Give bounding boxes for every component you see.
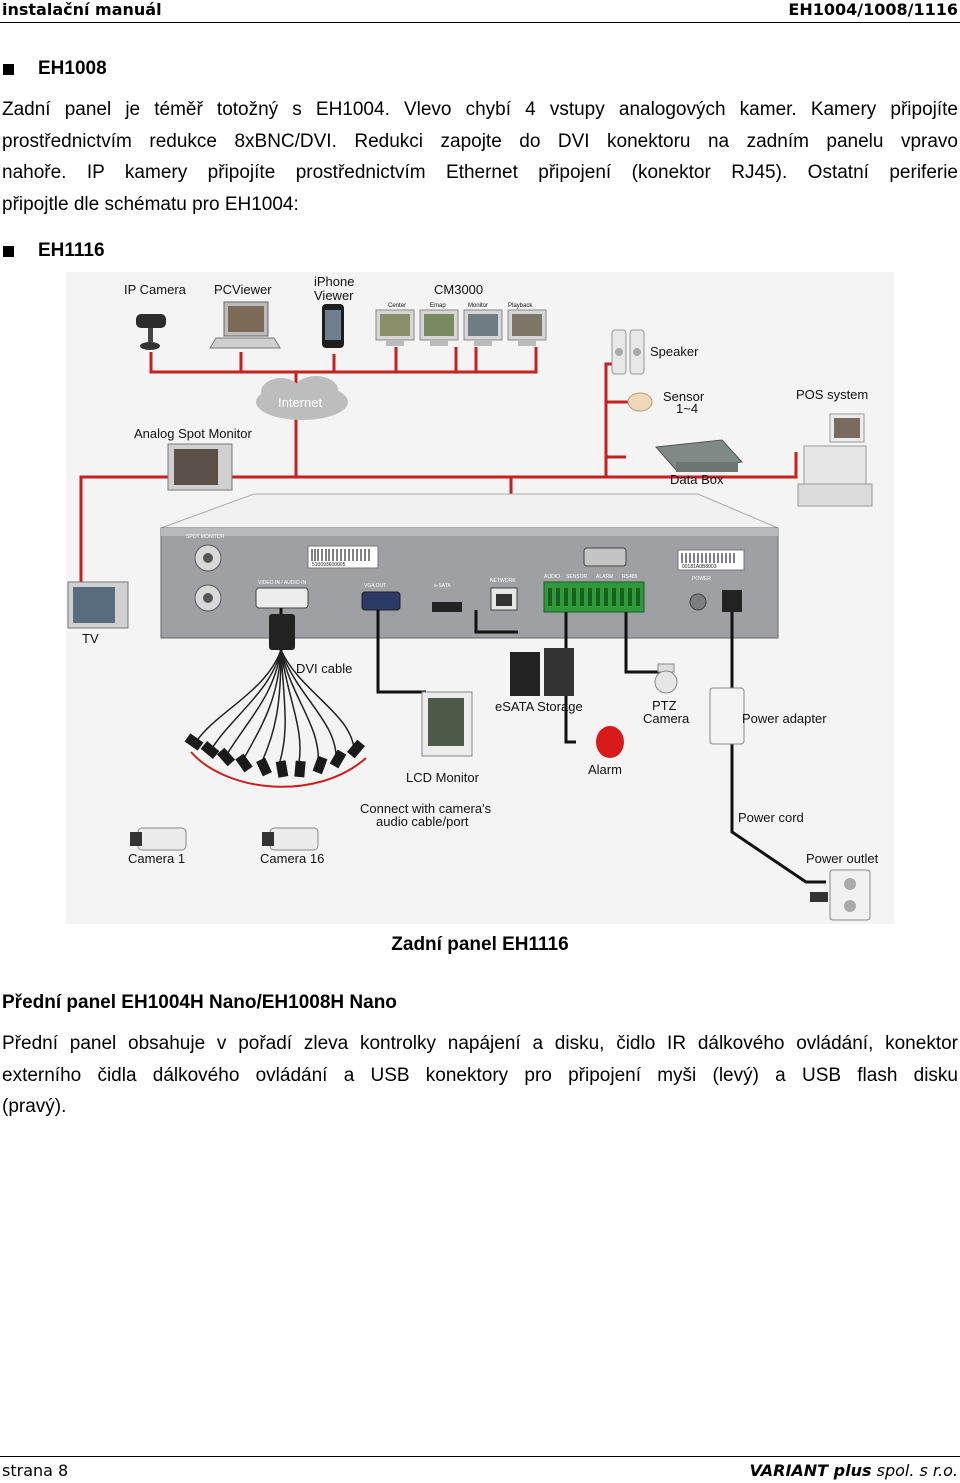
dvi-cable-fanout: [184, 614, 367, 788]
label-iphone-viewer-line2: Viewer: [314, 288, 354, 303]
connection-diagram: IP Camera PCViewer iPhone Viewer CM3000 …: [66, 272, 894, 924]
label-power-cord: Power cord: [738, 810, 804, 825]
paragraph-line: nahoře. IP kamery připojíte prostřednict…: [2, 162, 958, 183]
label-data-box: Data Box: [670, 472, 724, 487]
analog-spot-monitor-device: [167, 443, 233, 491]
label-ip-camera: IP Camera: [124, 282, 187, 297]
footer-company: VARIANT plus spol. s r.o.: [749, 1461, 958, 1480]
figure-caption: Zadní panel EH1116: [391, 934, 569, 955]
label-analog-spot-monitor: Analog Spot Monitor: [134, 426, 252, 441]
label-ptz-line1: PTZ: [652, 698, 677, 713]
label-sensor-line2: 1~4: [676, 401, 698, 416]
label-sensor-line1: Sensor: [663, 389, 705, 404]
panel-label-network: NETWORK: [490, 578, 516, 584]
panel-label-esata: e-SATA: [434, 583, 451, 589]
footer-rule: [0, 1456, 960, 1457]
square-bullet-icon: [3, 64, 14, 75]
label-esata-storage: eSATA Storage: [495, 699, 583, 714]
power-outlet-device: [810, 869, 871, 921]
label-iphone-viewer-line1: iPhone: [314, 274, 354, 289]
iphone-device: [322, 304, 344, 348]
analog-cameras: [130, 827, 319, 851]
header-model-list: EH1004/1008/1116: [788, 0, 958, 19]
barcode-number-2: 00181A0B8003: [682, 564, 717, 570]
section-eh1008-paragraph: Zadní panel je téměř totožný s EH1004. V…: [2, 94, 958, 220]
paragraph-line: připojtle dle schématu pro EH1004:: [2, 193, 299, 215]
footer-company-name: VARIANT plus: [749, 1461, 872, 1480]
tv-device: [67, 581, 129, 629]
header-rule: [0, 22, 960, 23]
alarm-device: [596, 726, 624, 758]
data-box-device: [654, 439, 744, 472]
panel-label-alarm: ALARM: [596, 574, 613, 580]
label-camera-16: Camera 16: [260, 851, 324, 866]
footer-page-number: strana 8: [2, 1461, 69, 1480]
pcviewer-laptop: [209, 301, 281, 349]
ptz-camera-device: [654, 663, 678, 694]
label-pcviewer: PCViewer: [214, 282, 272, 297]
internet-cloud-icon: [256, 376, 348, 420]
sensor-device: [627, 392, 653, 412]
dvr-rear-panel: [160, 493, 779, 639]
paragraph-line: Zadní panel je téměř totožný s EH1004. V…: [2, 99, 958, 120]
section-front-panel-heading: Přední panel EH1004H Nano/EH1008H Nano: [2, 992, 397, 1013]
cm3000-monitors: [375, 309, 547, 346]
barcode-number-1: 510093600005: [312, 562, 346, 568]
label-camera-1: Camera 1: [128, 851, 185, 866]
label-speaker: Speaker: [650, 344, 699, 359]
panel-label-power: POWER: [692, 576, 711, 582]
paragraph-line: Přední panel obsahuje v pořadí zleva kon…: [2, 1033, 958, 1054]
label-connect-line2: audio cable/port: [376, 814, 469, 829]
power-adapter-device: [709, 687, 745, 745]
label-cm-monitor: Monitor: [468, 303, 488, 309]
header-manual-title: instalační manuál: [2, 0, 162, 19]
label-pos-system: POS system: [796, 387, 868, 402]
label-lcd-monitor: LCD Monitor: [406, 770, 480, 785]
label-tv: TV: [82, 631, 99, 646]
connection-diagram-figure: IP Camera PCViewer iPhone Viewer CM3000 …: [66, 272, 894, 924]
label-power-adapter: Power adapter: [742, 711, 827, 726]
label-cm-emap: Emap: [430, 303, 446, 309]
label-cm3000: CM3000: [434, 282, 483, 297]
label-ptz-line2: Camera: [643, 711, 690, 726]
panel-label-vga: VGA OUT: [364, 583, 386, 589]
label-internet: Internet: [278, 395, 322, 410]
footer-company-suffix: spol. s r.o.: [871, 1461, 958, 1480]
label-connect-line1: Connect with camera's: [360, 801, 492, 816]
paragraph-line: prostřednictvím redukce 8xBNC/DVI. Reduk…: [2, 130, 958, 152]
panel-label-audio: AUDIO: [544, 574, 560, 580]
panel-label-video: VIDEO IN / AUDIO IN: [258, 580, 306, 586]
paragraph-line: externího čidla dálkového ovládání a USB…: [2, 1064, 958, 1086]
page-header: instalační manuál EH1004/1008/1116: [0, 0, 960, 23]
lcd-monitor-device: [421, 691, 473, 757]
square-bullet-icon: [3, 246, 14, 257]
label-cm-playback: Playback: [508, 303, 533, 309]
speaker-device: [611, 329, 645, 375]
esata-storage-device: [510, 648, 574, 696]
pos-system-device: [797, 413, 873, 507]
ip-camera-device: [136, 314, 166, 350]
label-dvi-cable: DVI cable: [296, 661, 352, 676]
panel-label-spot: SPOT MONITOR: [186, 534, 225, 540]
label-cm-center: Center: [388, 303, 406, 309]
label-alarm: Alarm: [588, 762, 622, 777]
panel-label-rs485: RS485: [622, 574, 638, 580]
panel-label-sensor: SENSOR: [566, 574, 588, 580]
paragraph-line: (pravý).: [2, 1096, 67, 1117]
section-front-panel-paragraph: Přední panel obsahuje v pořadí zleva kon…: [2, 1028, 958, 1123]
label-power-outlet: Power outlet: [806, 851, 879, 866]
